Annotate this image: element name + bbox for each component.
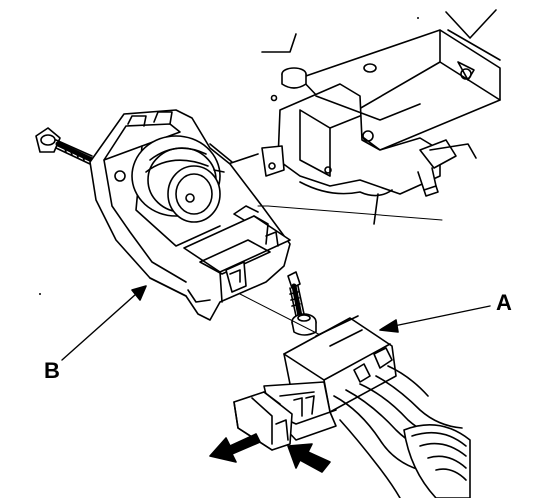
connector-lock-tab [233, 391, 293, 451]
push-direction-arrow [287, 443, 331, 473]
callout-label-a: A [496, 290, 512, 315]
steering-column [227, 9, 501, 225]
callout-b-leader [61, 285, 147, 361]
callout-a-leader [379, 305, 491, 333]
pull-direction-arrow [209, 433, 261, 463]
mounting-bolt-lower [287, 271, 317, 336]
mounting-bolt-upper [35, 127, 95, 165]
ignition-switch [89, 109, 291, 321]
harness-connector [263, 315, 471, 498]
callout-label-b: B [44, 358, 60, 383]
alignment-line [257, 205, 443, 221]
